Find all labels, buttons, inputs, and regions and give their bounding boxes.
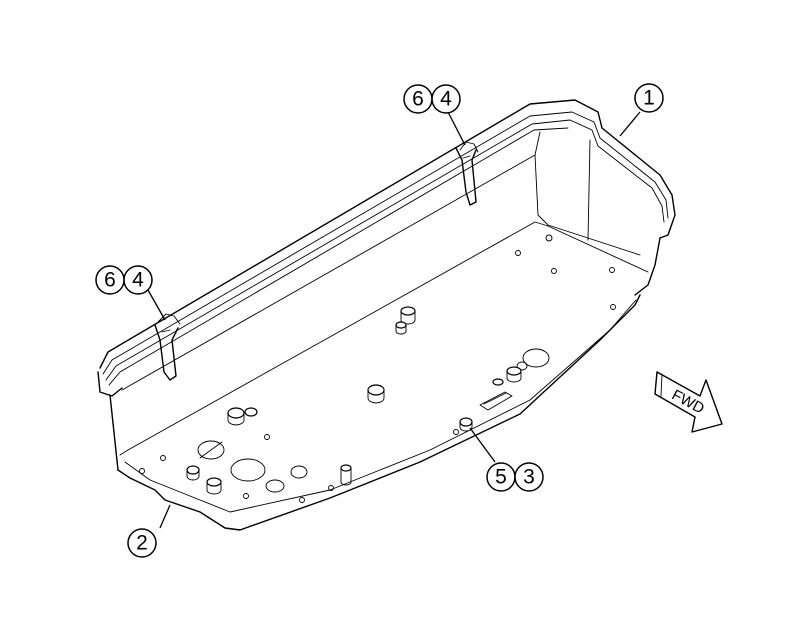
boss-center bbox=[367, 306, 416, 404]
callout-6-top-label: 6 bbox=[412, 88, 424, 111]
callout-4-left: 4 bbox=[123, 265, 153, 295]
clip-bracket-top bbox=[455, 141, 479, 206]
callout-4-left-label: 4 bbox=[132, 269, 144, 292]
callout-1-label: 1 bbox=[643, 87, 655, 110]
callout-6-left-label: 6 bbox=[104, 269, 116, 292]
callout-1: 1 bbox=[634, 83, 664, 113]
forward-direction-arrow: FWD bbox=[654, 371, 723, 433]
clip-bracket-left bbox=[154, 313, 181, 381]
boss-right bbox=[479, 366, 522, 411]
drain-plug bbox=[459, 417, 473, 432]
callout-2-label: 2 bbox=[136, 532, 148, 555]
callout-3: 3 bbox=[514, 462, 544, 492]
callout-4-top: 4 bbox=[431, 84, 461, 114]
leader-lines bbox=[147, 111, 641, 529]
callout-2: 2 bbox=[127, 528, 157, 558]
callout-5: 5 bbox=[486, 462, 516, 492]
boss-cluster-left bbox=[186, 407, 258, 495]
oil-pan bbox=[97, 99, 676, 531]
callout-3-label: 3 bbox=[523, 466, 535, 489]
callout-6-top: 6 bbox=[403, 84, 433, 114]
stud-bottom bbox=[340, 464, 352, 486]
callout-6-left: 6 bbox=[95, 265, 125, 295]
callout-5-label: 5 bbox=[495, 466, 507, 489]
callout-4-top-label: 4 bbox=[440, 88, 452, 111]
